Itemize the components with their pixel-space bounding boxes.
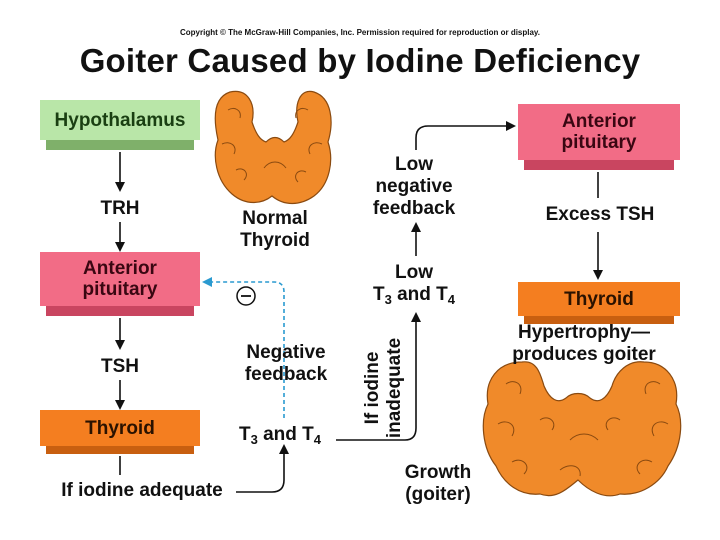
- low-t3-t4-line2: T3 and T4: [356, 284, 472, 311]
- low-t3-t4-line1: Low: [395, 262, 433, 283]
- low-t4-subscript: 4: [447, 292, 456, 307]
- thyroid-box-left: Thyroid: [40, 410, 200, 454]
- arrow-inadequate-to-low-t3t4: [336, 312, 421, 441]
- arrow-adequate-to-t3t4: [236, 444, 289, 493]
- anterior-pituitary-label-line2: pituitary: [82, 279, 158, 300]
- trh-label: TRH: [100, 198, 140, 219]
- negative-feedback-line2: feedback: [244, 364, 328, 385]
- low-negative-feedback-label: Low negative feedback: [354, 154, 474, 220]
- negative-feedback-line1: Negative: [246, 342, 326, 363]
- iodine-inadequate-label: If iodine inadequate: [362, 318, 406, 458]
- low-t3-subscript: 3: [384, 292, 392, 307]
- iodine-inadequate-line1: If iodine: [362, 351, 383, 425]
- thyroid-label-right: Thyroid: [564, 288, 634, 310]
- t4-subscript: 4: [313, 432, 322, 447]
- anterior-pituitary-box-left: Anterior pituitary: [40, 252, 200, 316]
- inhibition-icon: [236, 286, 256, 306]
- anterior-pituitary-box-right: Anterior pituitary: [518, 104, 680, 170]
- negative-feedback-arrow: [202, 277, 285, 418]
- thyroid-label-left: Thyroid: [85, 417, 155, 439]
- low-t3-t4-label: Low T3 and T4: [356, 262, 472, 311]
- growth-line1: Growth: [404, 462, 472, 483]
- page-title: Goiter Caused by Iodine Deficiency: [79, 42, 641, 79]
- goiter-gland-icon: [482, 361, 682, 497]
- normal-thyroid-label: Normal Thyroid: [220, 208, 330, 252]
- excess-tsh-label: Excess TSH: [545, 204, 655, 225]
- t3-t4-label: T3 and T4: [218, 424, 342, 451]
- iodine-adequate-label: If iodine adequate: [61, 480, 223, 501]
- hypothalamus-label: Hypothalamus: [54, 109, 186, 131]
- anterior-pituitary-right-line2: pituitary: [561, 132, 637, 153]
- low-feedback-line2: negative: [375, 176, 453, 197]
- t4-text: and T: [257, 424, 314, 445]
- hypertrophy-label: Hypertrophy— produces goiter: [494, 322, 674, 366]
- low-feedback-line1: Low: [395, 154, 433, 175]
- negative-feedback-label: Negative feedback: [230, 342, 342, 386]
- normal-thyroid-line2: Thyroid: [240, 230, 310, 251]
- growth-goiter-label: Growth (goiter): [392, 462, 484, 506]
- normal-thyroid-line1: Normal: [242, 208, 308, 229]
- anterior-pituitary-right-line1: Anterior: [562, 111, 636, 132]
- low-t4-text: and T: [391, 284, 448, 305]
- low-feedback-line3: feedback: [372, 198, 456, 219]
- t3-prefix: T: [238, 424, 251, 445]
- hypothalamus-box: Hypothalamus: [40, 100, 200, 150]
- iodine-inadequate-line2: inadequate: [384, 337, 405, 439]
- normal-thyroid-gland-icon: [214, 90, 332, 205]
- arrow-feedback-to-pituitary: [415, 121, 516, 150]
- tsh-label: TSH: [101, 356, 139, 377]
- t3-subscript: 3: [250, 432, 258, 447]
- growth-line2: (goiter): [405, 484, 471, 505]
- low-t3-prefix: T: [372, 284, 385, 305]
- anterior-pituitary-label-line1: Anterior: [83, 258, 157, 279]
- hypertrophy-line1: Hypertrophy—: [518, 322, 650, 343]
- thyroid-box-right: Thyroid: [518, 282, 680, 324]
- copyright-notice: Copyright © The McGraw-Hill Companies, I…: [179, 28, 541, 37]
- hypertrophy-line2: produces goiter: [512, 344, 656, 365]
